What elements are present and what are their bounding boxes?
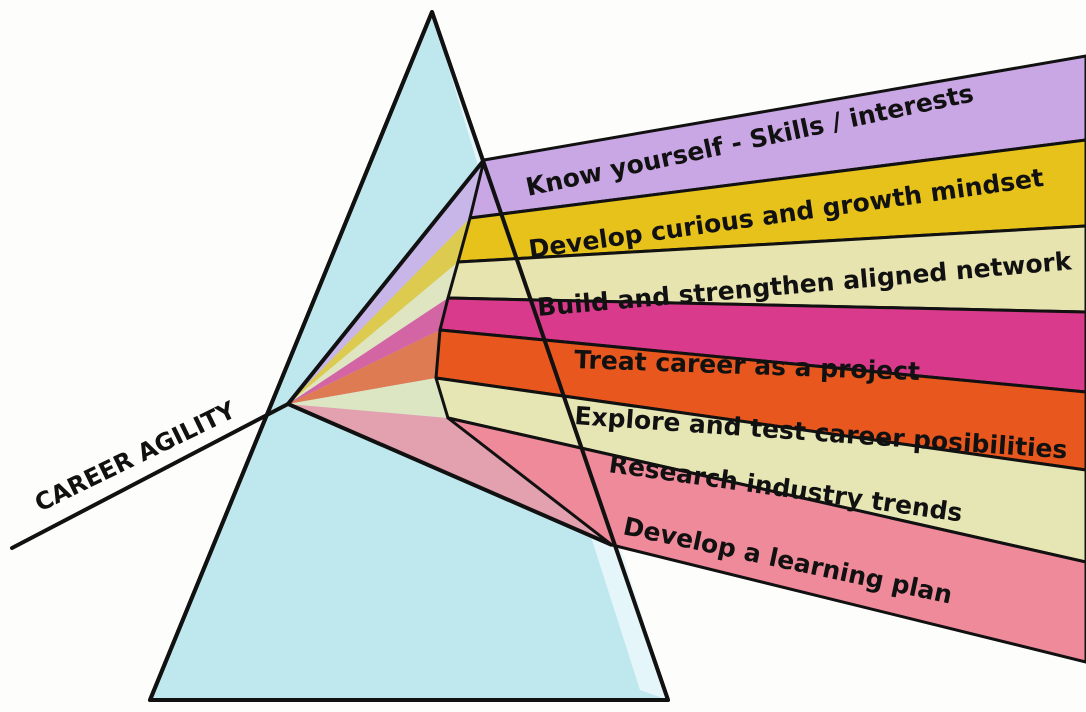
career-agility-label: CAREER AGILITY <box>30 396 240 518</box>
